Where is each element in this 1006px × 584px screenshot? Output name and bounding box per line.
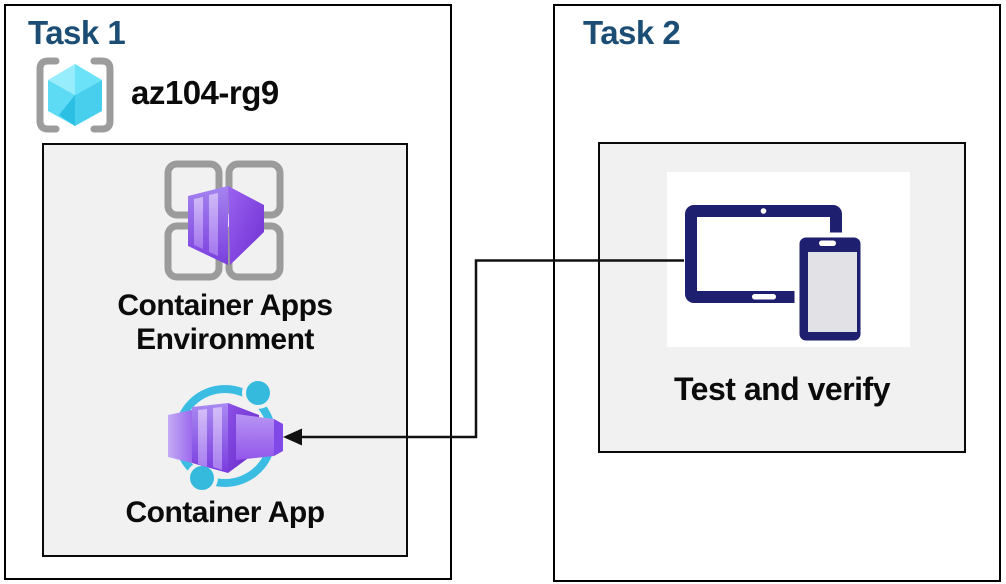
tablet-home-bar — [752, 294, 776, 300]
test-and-verify-label: Test and verify — [674, 371, 890, 407]
tablet-camera-dot — [760, 208, 767, 214]
container-apps-environment-label: Container Apps Environment — [42, 289, 408, 357]
devices-icon-card — [667, 172, 910, 347]
task1-title: Task 1 — [28, 14, 126, 51]
container-app-icon — [168, 377, 283, 493]
devices-icon — [685, 205, 866, 346]
container-apps-environment-icon — [164, 160, 284, 281]
env-label-line1: Container Apps — [117, 289, 333, 322]
task2-title: Task 2 — [583, 14, 681, 51]
resource-group-icon — [36, 57, 114, 133]
container-app-label: Container App — [125, 496, 325, 529]
resource-group-name: az104-rg9 — [131, 74, 279, 111]
phone-speaker-bar — [819, 240, 836, 246]
env-label-line2: Environment — [136, 323, 314, 356]
